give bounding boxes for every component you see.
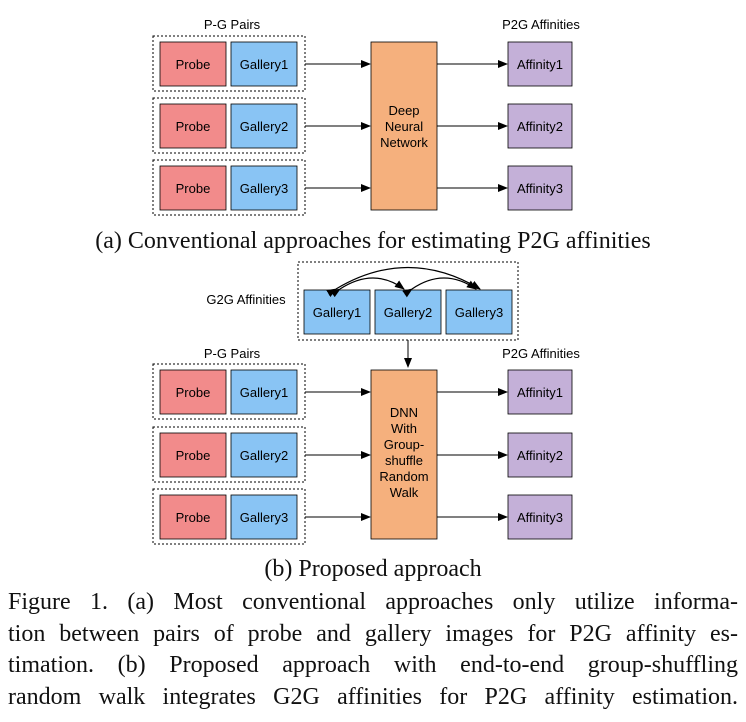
g2g-gallery-label-3: Gallery3 xyxy=(455,305,503,320)
p2g-affinities-label-b: P2G Affinities xyxy=(502,346,580,361)
gallery-box xyxy=(230,369,298,415)
dnn-line-5: Random xyxy=(379,469,428,484)
probe-label: Probe xyxy=(176,119,211,134)
g2g-gallery-box-3 xyxy=(445,289,513,335)
affinity-label-b-3: Affinity3 xyxy=(517,510,563,525)
gallery-box xyxy=(230,494,298,540)
dnn-line-4: shuffle xyxy=(385,453,423,468)
affinity-label-b-2: Affinity2 xyxy=(517,448,563,463)
panel-b-caption: (b) Proposed approach xyxy=(264,556,482,582)
affinity-box-3 xyxy=(507,165,573,211)
affinity-box-1 xyxy=(507,41,573,87)
pg-pair-b-3: Probe Gallery3 xyxy=(152,488,306,545)
g2g-affinities-label: G2G Affinities xyxy=(206,292,286,307)
affinity-box-b-1 xyxy=(507,369,573,415)
g2g-gallery-label-2: Gallery2 xyxy=(384,305,432,320)
probe-box xyxy=(159,41,227,87)
affinity-label-2: Affinity2 xyxy=(517,119,563,134)
probe-label: Probe xyxy=(176,181,211,196)
affinity-label-b-1: Affinity1 xyxy=(517,385,563,400)
panel-a: P-G Pairs P2G Affinities Probe Gallery1 … xyxy=(152,17,580,216)
figure-caption-line-4: random walk integrates G2G affinities fo… xyxy=(8,683,738,710)
figure-caption-line-2: tion between pairs of probe and gallery … xyxy=(8,620,738,647)
pg-pairs-label-a: P-G Pairs xyxy=(204,17,261,32)
g2g-arc-2-3 xyxy=(402,277,477,298)
gallery-box xyxy=(230,103,298,149)
dnn-line-2: With xyxy=(391,421,417,436)
pair-outline xyxy=(152,35,306,92)
probe-label: Probe xyxy=(176,385,211,400)
pg-pair-a-2: Probe Gallery2 xyxy=(152,97,306,154)
dnn-line-3: Group- xyxy=(384,437,424,452)
pair-outline xyxy=(152,363,306,420)
gallery-label: Gallery3 xyxy=(240,510,288,525)
gallery-label: Gallery1 xyxy=(240,57,288,72)
network-line-3: Network xyxy=(380,135,428,150)
probe-box xyxy=(159,165,227,211)
affinity-label-3: Affinity3 xyxy=(517,181,563,196)
probe-box xyxy=(159,432,227,478)
gallery-label: Gallery3 xyxy=(240,181,288,196)
pg-pair-b-1: Probe Gallery1 xyxy=(152,363,306,420)
probe-box xyxy=(159,369,227,415)
gallery-box xyxy=(230,165,298,211)
figure-caption-line-3: timation. (b) Proposed approach with end… xyxy=(8,652,738,678)
g2g-gallery-box-1 xyxy=(303,289,371,335)
network-line-1: Deep xyxy=(388,103,419,118)
p2g-affinities-label-a: P2G Affinities xyxy=(502,17,580,32)
affinity-box-b-3 xyxy=(507,494,573,540)
panel-b: G2G Affinities Gallery1 Gallery2 Gallery… xyxy=(152,261,580,545)
pg-pair-a-3: Probe Gallery3 xyxy=(152,159,306,216)
probe-label: Probe xyxy=(176,510,211,525)
pg-pairs-label-b: P-G Pairs xyxy=(204,346,261,361)
pair-outline xyxy=(152,97,306,154)
affinity-label-1: Affinity1 xyxy=(517,57,563,72)
affinity-box-b-2 xyxy=(507,432,573,478)
gallery-box xyxy=(230,432,298,478)
g2g-arc-1-3 xyxy=(326,267,481,298)
gallery-label: Gallery1 xyxy=(240,385,288,400)
pg-pair-b-2: Probe Gallery2 xyxy=(152,426,306,483)
dnn-line-6: Walk xyxy=(390,485,419,500)
pair-outline xyxy=(152,488,306,545)
affinity-box-2 xyxy=(507,103,573,149)
gallery-box xyxy=(230,41,298,87)
probe-label: Probe xyxy=(176,448,211,463)
network-line-2: Neural xyxy=(385,119,423,134)
probe-box xyxy=(159,103,227,149)
gallery-label: Gallery2 xyxy=(240,119,288,134)
deep-neural-network-box xyxy=(370,41,438,211)
g2g-gallery-label-1: Gallery1 xyxy=(313,305,361,320)
pg-pair-a-1: Probe Gallery1 xyxy=(152,35,306,92)
probe-box xyxy=(159,494,227,540)
panel-a-caption: (a) Conventional approaches for estimati… xyxy=(95,228,651,254)
figure-caption: Figure 1. (a) Most conventional approach… xyxy=(8,587,738,713)
probe-label: Probe xyxy=(176,57,211,72)
pair-outline xyxy=(152,159,306,216)
figure-caption-line-1: Figure 1. (a) Most conventional approach… xyxy=(8,589,738,615)
pair-outline xyxy=(152,426,306,483)
gallery-label: Gallery2 xyxy=(240,448,288,463)
dnn-line-1: DNN xyxy=(390,405,418,420)
g2g-arc-1-2 xyxy=(330,277,405,298)
